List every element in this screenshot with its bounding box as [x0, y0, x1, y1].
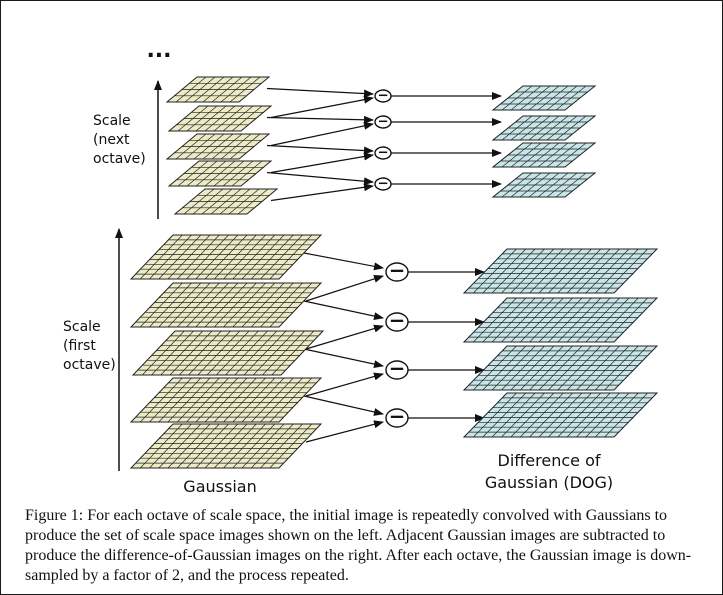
next-minus-1: −: [374, 88, 392, 103]
first-arrow-upper-2: [303, 300, 384, 321]
next-gaussian-plane-1-grid: [174, 76, 262, 103]
first-gaussian-plane-5-grid: [135, 423, 317, 469]
next-minus-3-symbol: −: [377, 145, 388, 160]
first-dog-plane-3: [462, 345, 659, 391]
next-gaussian-plane-5: [173, 188, 279, 215]
next-dog-plane-1: [491, 85, 597, 111]
first-dog-plane-4-grid: [468, 392, 653, 438]
next-minus-2-ring: [374, 115, 392, 129]
next-dog-plane-3-grid: [500, 142, 588, 168]
figure-caption: Figure 1: For each octave of scale space…: [25, 507, 692, 584]
first-gaussian-plane-2-grid: [135, 282, 317, 328]
next-gaussian-plane-1: [165, 76, 271, 103]
next-dog-plane-4: [491, 172, 597, 198]
first-dog-plane-2: [462, 297, 659, 343]
next-arrow-upper-4: [266, 171, 374, 186]
ellipsis: ...: [146, 38, 171, 63]
first-gaussian-plane-1-grid: [135, 234, 317, 280]
first-minus-1-symbol: −: [389, 259, 406, 282]
dog-label-line-1: Difference of: [498, 451, 601, 470]
first-gaussian-plane-1: [129, 234, 323, 280]
first-minus-2-ring: [385, 312, 409, 332]
first-minus-4-symbol: −: [389, 405, 406, 428]
next-dog-plane-3: [491, 142, 597, 168]
next-octave-label: Scale (next octave): [93, 113, 146, 167]
next-arrow-upper-1: [266, 87, 374, 98]
next-minus-1-ring: [374, 89, 392, 103]
first-octave-label-line-3: octave): [63, 357, 116, 373]
next-dog-plane-2: [491, 115, 597, 141]
next-octave-label-line-3: octave): [93, 151, 146, 167]
first-gaussian-plane-4-grid: [135, 377, 317, 423]
first-minus-4: −: [385, 405, 409, 428]
next-minus-4: −: [374, 176, 392, 191]
next-arrow-lower-1: [270, 95, 374, 119]
next-arrow-lower-3: [270, 152, 374, 174]
first-dog-plane-4: [462, 392, 659, 438]
first-minus-2-symbol: −: [389, 309, 406, 332]
first-arrow-lower-3: [305, 372, 384, 397]
next-minus-2: −: [374, 114, 392, 129]
first-gaussian-plane-3-grid: [137, 330, 319, 376]
subtraction-arrows: [266, 87, 502, 443]
first-octave-label: Scale (first octave): [63, 319, 116, 373]
next-minus-1-symbol: −: [377, 88, 388, 103]
next-octave-label-line-2: (next: [93, 132, 130, 148]
first-dog-plane-2-grid: [468, 297, 653, 343]
gaussian-label: Gaussian: [183, 477, 256, 496]
first-gaussian-plane-5: [129, 423, 323, 469]
first-gaussian-plane-2: [129, 282, 323, 328]
first-minus-3-symbol: −: [389, 357, 406, 380]
next-arrow-upper-3: [266, 144, 374, 155]
next-minus-4-symbol: −: [377, 176, 388, 191]
next-gaussian-plane-3: [165, 133, 271, 160]
first-arrow-upper-4: [303, 395, 384, 416]
first-octave-label-line-2: (first: [63, 338, 96, 354]
next-dog-plane-1-grid: [500, 85, 588, 111]
next-octave-label-line-1: Scale: [93, 113, 131, 129]
next-minus-4-ring: [374, 177, 392, 191]
subtraction-operators: − − − − − − − −: [374, 88, 409, 428]
first-arrow-upper-3: [303, 348, 384, 369]
next-gaussian-plane-2: [167, 105, 273, 132]
first-gaussian-plane-4: [129, 377, 323, 423]
first-minus-3: −: [385, 357, 409, 380]
next-gaussian-plane-5-grid: [182, 188, 270, 215]
first-arrow-upper-1: [303, 252, 384, 271]
scale-space-diagram: − − − − − − − − ... Scale (next octave) Scale (…: [63, 38, 659, 496]
next-minus-3: −: [374, 145, 392, 160]
image-planes: [129, 76, 659, 469]
first-gaussian-plane-3: [131, 330, 325, 376]
dog-label-line-2: Gaussian (DOG): [485, 473, 613, 492]
next-gaussian-plane-3-grid: [174, 133, 262, 160]
first-minus-1: −: [385, 259, 409, 282]
next-gaussian-plane-4-grid: [176, 160, 264, 187]
next-minus-3-ring: [374, 146, 392, 160]
next-dog-plane-2-grid: [500, 115, 588, 141]
next-gaussian-plane-4: [167, 160, 273, 187]
first-arrow-lower-1: [305, 274, 384, 302]
first-minus-1-ring: [385, 262, 409, 282]
next-arrow-upper-2: [266, 115, 374, 124]
first-dog-plane-1-grid: [468, 248, 653, 294]
first-minus-3-ring: [385, 360, 409, 380]
next-arrow-lower-4: [270, 183, 374, 202]
first-dog-plane-3-grid: [468, 345, 653, 391]
next-minus-2-symbol: −: [377, 114, 388, 129]
first-arrow-lower-2: [305, 324, 384, 350]
next-gaussian-plane-2-grid: [176, 105, 264, 132]
first-octave-label-line-1: Scale: [63, 319, 101, 335]
first-arrow-lower-4: [305, 420, 384, 443]
next-dog-plane-4-grid: [500, 172, 588, 198]
first-minus-2: −: [385, 309, 409, 332]
dog-label: Difference of Gaussian (DOG): [485, 451, 613, 492]
first-dog-plane-1: [462, 248, 659, 294]
next-arrow-lower-2: [270, 121, 374, 147]
first-minus-4-ring: [385, 408, 409, 428]
